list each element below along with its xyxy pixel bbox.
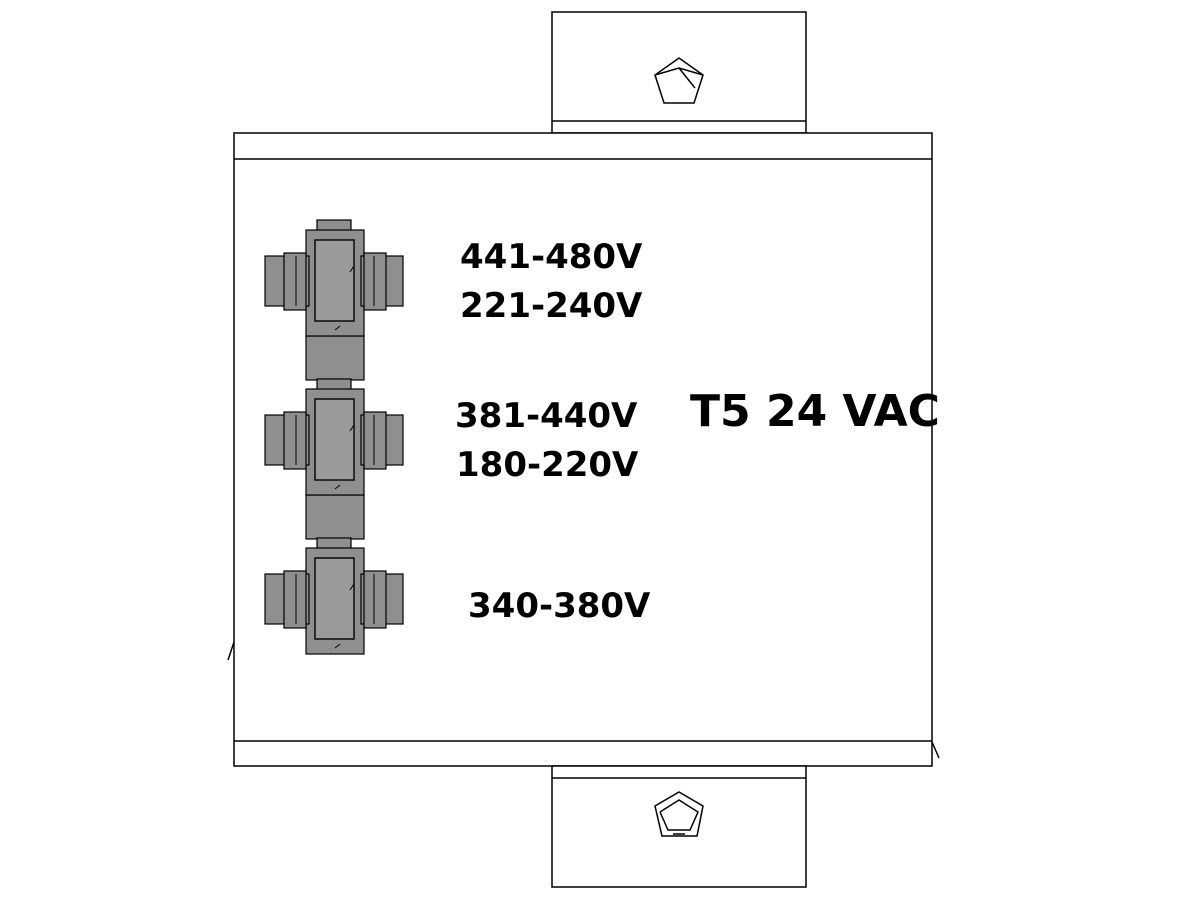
tap-3-primary-label: 340-380V: [468, 586, 651, 626]
tap-1-secondary-label: 221-240V: [460, 286, 643, 326]
bottom-mounting-bracket: [551, 765, 807, 888]
terminal-block-3: [264, 537, 404, 655]
pentagon-screw-icon: [654, 57, 704, 104]
terminal-block-1: [264, 219, 404, 337]
pentagon-screw-icon: [654, 791, 704, 837]
terminal-block-2: [264, 378, 404, 496]
tap-2-secondary-label: 180-220V: [456, 445, 639, 485]
transformer-title: T5 24 VAC: [690, 386, 940, 437]
tap-1-primary-label: 441-480V: [460, 237, 643, 277]
tap-2-primary-label: 381-440V: [455, 396, 638, 436]
top-mounting-bracket: [551, 11, 807, 134]
